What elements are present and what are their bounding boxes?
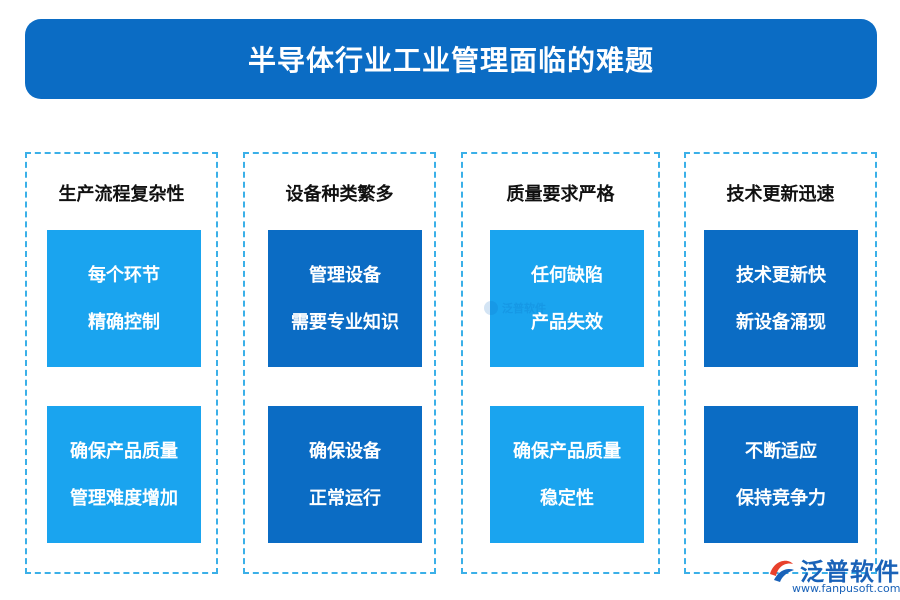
title-banner: 半导体行业工业管理面临的难题 xyxy=(25,19,877,99)
box-line-2: 精确控制 xyxy=(88,311,160,333)
brand-name: 泛普软件 xyxy=(800,558,900,586)
brand-logo-block: 泛普软件 www.fanpusoft.com xyxy=(762,552,900,598)
column-equipment-variety: 设备种类繁多 管理设备 需要专业知识 确保设备 正常运行 xyxy=(243,152,436,574)
column-quality-requirements: 质量要求严格 任何缺陷 产品失效 确保产品质量 稳定性 xyxy=(461,152,660,574)
box-line-1: 确保产品质量 xyxy=(513,440,621,462)
box-line-2: 正常运行 xyxy=(309,487,381,509)
challenge-box: 技术更新快 新设备涌现 xyxy=(704,230,858,367)
box-line-1: 不断适应 xyxy=(745,440,817,462)
box-line-2: 新设备涌现 xyxy=(736,311,826,333)
box-line-1: 管理设备 xyxy=(309,264,381,286)
box-line-2: 产品失效 xyxy=(531,311,603,333)
column-production-complexity: 生产流程复杂性 每个环节 精确控制 确保产品质量 管理难度增加 xyxy=(25,152,218,574)
challenge-box: 任何缺陷 产品失效 xyxy=(490,230,644,367)
box-line-1: 确保产品质量 xyxy=(70,440,178,462)
watermark: 泛普软件 xyxy=(484,300,546,316)
brand-logo-icon xyxy=(770,560,794,582)
challenge-box: 每个环节 精确控制 xyxy=(47,230,201,367)
challenge-box: 确保设备 正常运行 xyxy=(268,406,422,543)
box-line-2: 稳定性 xyxy=(540,487,594,509)
page-title: 半导体行业工业管理面临的难题 xyxy=(247,44,654,77)
box-line-1: 确保设备 xyxy=(309,440,381,462)
challenge-box: 管理设备 需要专业知识 xyxy=(268,230,422,367)
box-line-2: 保持竞争力 xyxy=(736,487,826,509)
watermark-text: 泛普软件 xyxy=(502,302,546,315)
box-line-1: 任何缺陷 xyxy=(531,264,603,286)
column-tech-updates: 技术更新迅速 技术更新快 新设备涌现 不断适应 保持竞争力 xyxy=(684,152,877,574)
box-line-2: 管理难度增加 xyxy=(70,487,178,509)
column-heading: 质量要求严格 xyxy=(506,184,615,205)
column-heading: 生产流程复杂性 xyxy=(58,184,185,205)
column-heading: 技术更新迅速 xyxy=(726,184,835,205)
column-heading: 设备种类繁多 xyxy=(285,184,394,205)
challenge-box: 不断适应 保持竞争力 xyxy=(704,406,858,543)
brand-url: www.fanpusoft.com xyxy=(792,582,900,595)
challenge-box: 确保产品质量 管理难度增加 xyxy=(47,406,201,543)
challenge-box: 确保产品质量 稳定性 xyxy=(490,406,644,543)
watermark-logo-icon xyxy=(484,301,498,315)
box-line-1: 每个环节 xyxy=(88,264,160,286)
box-line-1: 技术更新快 xyxy=(736,264,826,286)
box-line-2: 需要专业知识 xyxy=(291,311,399,333)
